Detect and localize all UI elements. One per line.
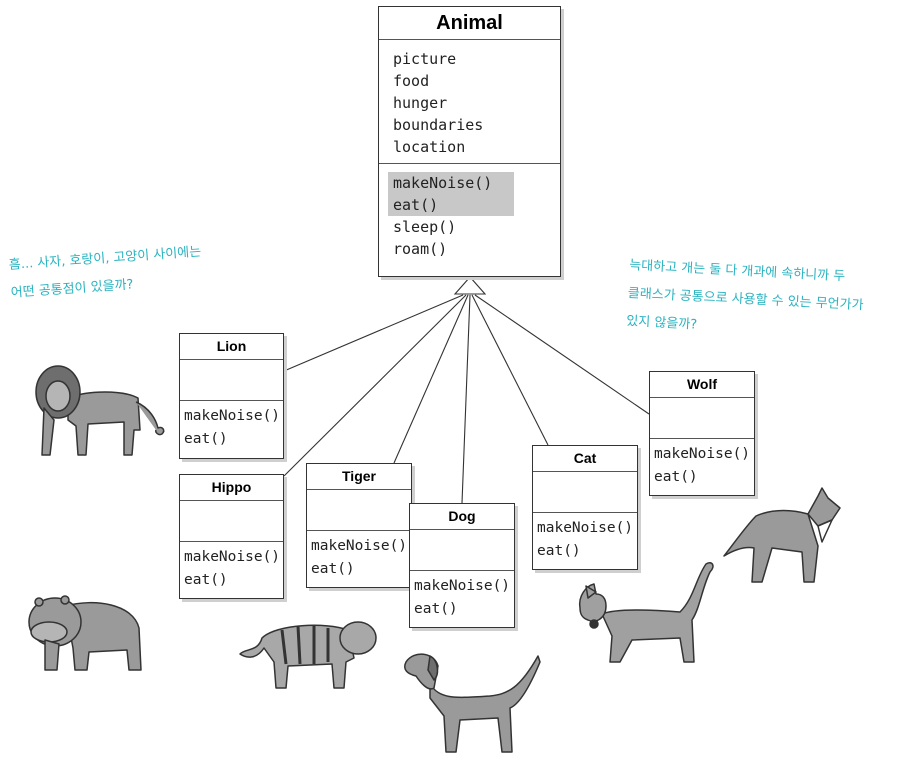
method: eat() bbox=[311, 561, 355, 577]
class-name: Hippo bbox=[180, 475, 283, 501]
method: makeNoise() bbox=[393, 174, 493, 192]
connector-tiger bbox=[393, 294, 469, 464]
attribute: location bbox=[393, 138, 466, 156]
method: makeNoise() bbox=[414, 578, 511, 594]
class-name: Wolf bbox=[650, 372, 754, 398]
methods-section: makeNoise() eat() bbox=[410, 571, 514, 621]
methods-section: makeNoise() eat() bbox=[650, 439, 754, 489]
attributes-section: picture food hunger boundaries location bbox=[379, 40, 560, 164]
attributes-section bbox=[410, 530, 514, 571]
dog-illustration bbox=[404, 653, 541, 753]
methods-section: makeNoise() eat() bbox=[180, 542, 283, 592]
wolf-class-box: Wolf makeNoise() eat() bbox=[649, 371, 755, 496]
methods-section: makeNoise() eat() bbox=[307, 531, 411, 581]
tiger-class-box: Tiger makeNoise() eat() bbox=[306, 463, 412, 588]
connector-wolf bbox=[474, 294, 650, 415]
method: eat() bbox=[414, 601, 458, 617]
class-name: Animal bbox=[379, 7, 560, 40]
method: eat() bbox=[184, 572, 228, 588]
class-name: Dog bbox=[410, 504, 514, 530]
attributes-section bbox=[307, 490, 411, 531]
hippo-class-box: Hippo makeNoise() eat() bbox=[179, 474, 284, 599]
lion-illustration bbox=[35, 365, 165, 456]
annotation-right: 늑대하고 개는 둘 다 개과에 속하니까 두 클래스가 공통으로 사용할 수 있… bbox=[626, 252, 866, 348]
method: sleep() bbox=[393, 218, 457, 236]
method: roam() bbox=[393, 240, 448, 258]
method: makeNoise() bbox=[184, 549, 281, 565]
method: eat() bbox=[654, 469, 698, 485]
connector-dog bbox=[461, 294, 471, 504]
cat-class-box: Cat makeNoise() eat() bbox=[532, 445, 638, 570]
attributes-section bbox=[650, 398, 754, 439]
attribute: picture bbox=[393, 50, 457, 68]
method: makeNoise() bbox=[537, 520, 634, 536]
attribute: boundaries bbox=[393, 116, 484, 134]
method: makeNoise() bbox=[654, 446, 751, 462]
method: makeNoise() bbox=[311, 538, 408, 554]
method: eat() bbox=[184, 431, 228, 447]
lion-class-box: Lion makeNoise() eat() bbox=[179, 333, 284, 459]
attributes-section bbox=[180, 360, 283, 401]
connector-hippo bbox=[283, 294, 467, 477]
connector-lion bbox=[283, 294, 464, 372]
cat-illustration bbox=[578, 561, 714, 663]
method: eat() bbox=[393, 196, 439, 214]
attribute: hunger bbox=[393, 94, 448, 112]
wolf-illustration bbox=[723, 487, 841, 583]
dog-class-box: Dog makeNoise() eat() bbox=[409, 503, 515, 628]
attribute: food bbox=[393, 72, 430, 90]
hippo-illustration bbox=[28, 595, 142, 671]
method: eat() bbox=[537, 543, 581, 559]
attributes-section bbox=[180, 501, 283, 542]
class-name: Tiger bbox=[307, 464, 411, 490]
methods-section: makeNoise() eat() bbox=[533, 513, 637, 563]
class-name: Cat bbox=[533, 446, 637, 472]
attributes-section bbox=[533, 472, 637, 513]
methods-section: makeNoise() eat() bbox=[180, 401, 283, 451]
tiger-illustration bbox=[239, 621, 377, 689]
methods-section: makeNoise() eat() sleep() roam() bbox=[379, 164, 560, 260]
highlighted-methods: makeNoise() eat() bbox=[388, 172, 514, 216]
inheritance-arrowhead bbox=[453, 276, 487, 295]
animal-class-box: Animal picture food hunger boundaries lo… bbox=[378, 6, 561, 277]
method: makeNoise() bbox=[184, 408, 281, 424]
connector-cat bbox=[471, 294, 549, 446]
class-name: Lion bbox=[180, 334, 283, 360]
